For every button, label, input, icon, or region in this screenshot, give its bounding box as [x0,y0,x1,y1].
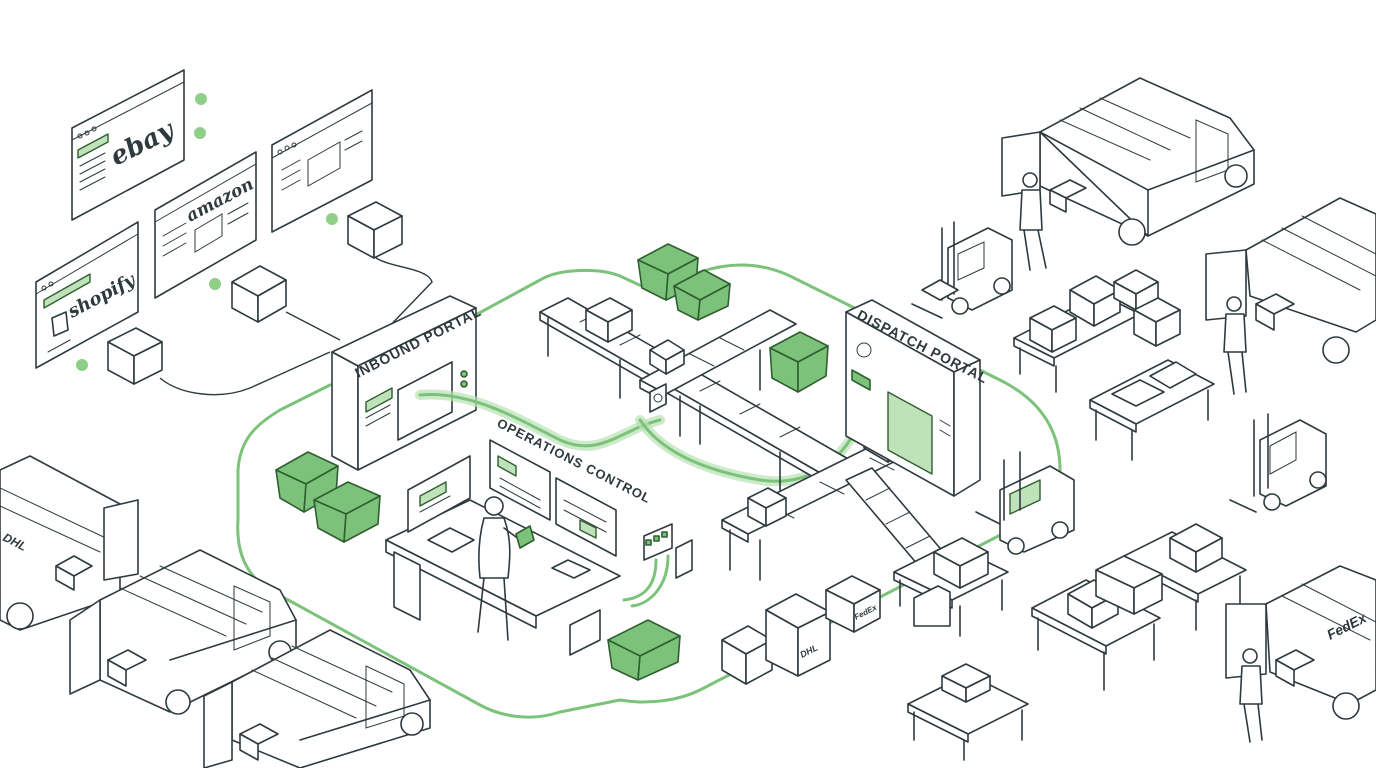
order-connector [375,257,433,335]
green-tote [673,269,731,321]
forklift [911,221,1013,319]
delivery-van [1001,77,1255,246]
shipping-box-fedex: FedEx [825,575,881,633]
roller-table [1089,359,1215,461]
scanner [649,383,667,413]
status-dot [76,359,88,371]
shipping-box-dhl: DHL [765,593,831,677]
monitor [489,439,551,521]
delivery-van [203,629,431,768]
data-flow-path [418,392,662,448]
operator-figure [477,496,535,641]
green-tote [275,451,339,513]
control-panel [643,523,693,579]
parcel [107,327,163,385]
packing-table [1013,269,1181,393]
roller-table [1031,555,1163,691]
inbound-portal: INBOUND PORTAL [331,295,484,471]
monitor [407,455,471,533]
status-dot [326,213,338,225]
green-tote [769,331,829,393]
conveyor-ramp [845,467,951,573]
worker-figure [1223,296,1247,395]
roller-table [907,663,1029,761]
status-dot [195,93,207,105]
ebay-window: ebay [71,69,185,221]
status-dot [209,278,221,290]
status-dot [194,127,206,139]
delivery-van: DHL [0,455,139,631]
parcel [585,297,633,343]
forklift [1229,413,1327,513]
parcel [231,265,287,323]
delivery-van [69,549,297,715]
worker-figure [1239,648,1263,743]
worker-figure [1019,172,1047,271]
parcel [649,339,685,375]
order-connector [159,351,331,396]
operations-control: OPERATIONS CONTROL [385,415,693,656]
forklift [975,451,1075,555]
parcel [347,201,403,259]
order-connector [285,311,341,341]
green-tote [313,481,381,543]
shopify-window: shopify [35,221,140,369]
delivery-van [1205,197,1376,364]
roller-table [893,537,1009,637]
monitor [555,477,617,557]
shipping-box [721,625,773,685]
generic-window [271,89,373,233]
parcel [747,487,787,527]
green-tote [607,619,681,681]
